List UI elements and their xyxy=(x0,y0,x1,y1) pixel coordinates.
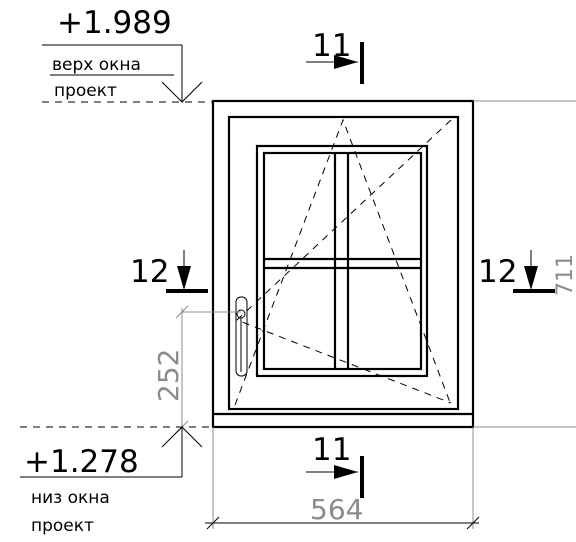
section-11-bottom-arrow xyxy=(334,465,358,479)
height-dimension-text: 711 xyxy=(553,254,576,296)
width-dimension-tick-right xyxy=(466,516,480,530)
tilt-open-indicator xyxy=(234,118,452,406)
top-level-label-line2: проект xyxy=(54,81,117,101)
section-11-bottom-label: 11 xyxy=(312,432,351,468)
section-11-top-arrow xyxy=(334,55,358,69)
section-12-right-arrow xyxy=(524,266,538,290)
bottom-level-label-line2: проект xyxy=(31,516,94,536)
top-level-triangle xyxy=(161,81,203,103)
width-dimension-text: 564 xyxy=(310,493,363,526)
window-frame xyxy=(211,99,475,429)
section-mark-12-left: 12 xyxy=(130,250,208,293)
top-level-label-line1: верх окна xyxy=(52,55,141,75)
section-12-left-arrow xyxy=(177,266,191,290)
turn-open-indicator xyxy=(236,119,452,404)
width-dimension: 564 xyxy=(205,427,480,530)
glazing-inner xyxy=(262,151,423,371)
section-mark-12-right: 12 xyxy=(478,250,555,293)
handle-body xyxy=(235,296,248,377)
top-level-marker: +1.989 верх окна проект xyxy=(42,5,214,103)
right-dimension: 711 xyxy=(473,100,576,428)
handle-height-dimension: 252 xyxy=(152,305,241,434)
width-dimension-tick-left xyxy=(206,516,220,530)
top-level-value: +1.989 xyxy=(57,5,172,41)
section-mark-11-bottom: 11 xyxy=(306,432,364,498)
section-11-top-label: 11 xyxy=(312,28,351,64)
section-mark-11-top: 11 xyxy=(306,28,364,84)
handle-height-text: 252 xyxy=(152,349,185,402)
glazing-outer xyxy=(255,144,429,378)
section-12-right-label: 12 xyxy=(478,254,517,290)
sash-frame xyxy=(227,115,460,411)
window-handle xyxy=(235,296,248,377)
bottom-level-value: +1.278 xyxy=(24,444,139,480)
handle-dimension-tick-top xyxy=(175,305,189,319)
bottom-level-marker: +1.278 низ окна проект xyxy=(20,426,214,536)
outer-frame xyxy=(211,99,475,429)
section-12-left-label: 12 xyxy=(130,254,169,290)
bottom-level-label-line1: низ окна xyxy=(31,488,110,508)
